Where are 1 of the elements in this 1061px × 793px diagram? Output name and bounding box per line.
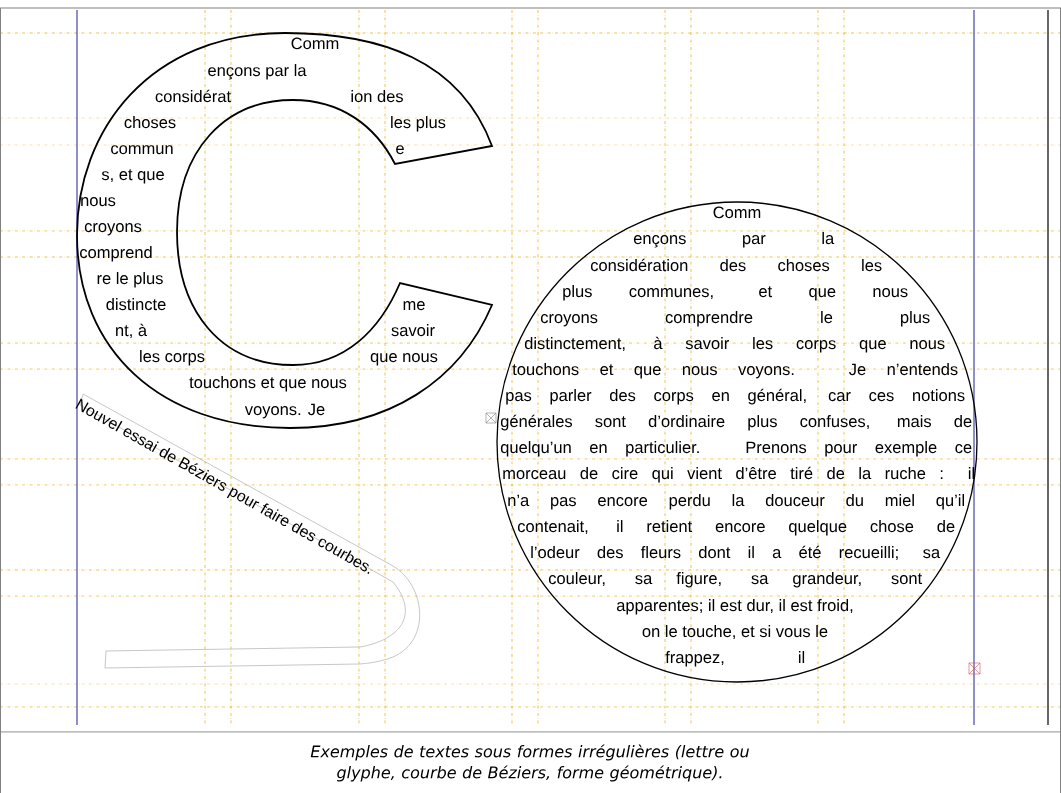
caption: Exemples de textes sous formes irrégulières (lettre ou glyphe, courbe de Béziers, forme géométrique). xyxy=(310,744,749,782)
